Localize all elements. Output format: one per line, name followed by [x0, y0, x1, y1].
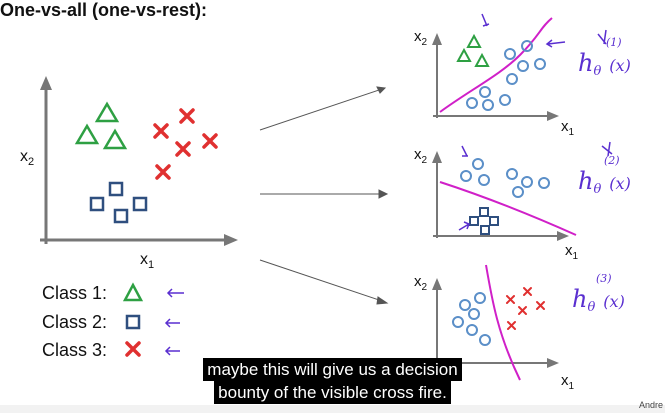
triangle-icon — [122, 282, 144, 302]
subtitle-caption: maybe this will give us a decision bount… — [0, 358, 665, 404]
main-plot — [40, 76, 238, 246]
cross-icon — [179, 108, 195, 124]
class1-points — [74, 101, 128, 150]
axis-label-x2: x2 — [20, 148, 35, 169]
hypothesis-2: (2) hθ(x) — [578, 154, 631, 198]
subplot3-x1-label: x1 — [561, 372, 575, 392]
caption-line-2: bounty of the visible cross fire. — [214, 381, 451, 404]
triangle-icon — [456, 33, 490, 67]
square-icon — [108, 181, 124, 197]
pointer-arrow-icon — [461, 145, 468, 157]
circle-points-1 — [466, 40, 546, 111]
legend-class-1: Class 1: — [42, 283, 108, 303]
pointer-arrow-icon — [458, 221, 470, 231]
mapping-arrows — [259, 86, 389, 305]
main-y-arrow — [40, 76, 52, 90]
cross-icon — [125, 341, 141, 357]
cross-icon — [153, 123, 169, 139]
pointer-arrow-icon — [164, 318, 180, 328]
legend-arrows — [164, 288, 184, 356]
subplot1-x1-label: x1 — [561, 118, 575, 138]
subplot-1 — [432, 13, 566, 121]
cross-icon — [202, 133, 218, 149]
pointer-arrow-icon — [166, 288, 184, 298]
hypothesis-3: (3) hθ(x) — [572, 272, 625, 316]
square-icon — [89, 196, 105, 212]
triangle-icon — [74, 123, 100, 145]
slide-title: One-vs-all (one-vs-rest): — [0, 0, 208, 20]
class2-points — [89, 181, 148, 224]
subplot1-x2-label: x2 — [414, 28, 428, 48]
square-icon — [469, 207, 499, 235]
subplot3-x2-label: x2 — [414, 273, 428, 293]
credit-text: Andre — [638, 400, 663, 410]
cross-icon — [155, 164, 171, 180]
video-progress-area[interactable] — [0, 405, 665, 413]
decision-boundary-2 — [439, 181, 577, 236]
main-x-arrow — [224, 234, 238, 246]
caption-line-1: maybe this will give us a decision — [203, 358, 462, 381]
hypothesis-1: (1) hθ(x) — [578, 36, 631, 80]
triangle-icon — [94, 101, 120, 123]
subplot2-x1-label: x1 — [565, 242, 579, 262]
cross-icon — [506, 287, 545, 330]
triangle-icon — [102, 128, 128, 150]
circle-points-3 — [452, 292, 491, 346]
pointer-arrow-icon — [481, 13, 490, 27]
pointer-arrow-icon — [545, 39, 566, 48]
subplot-2 — [432, 145, 577, 241]
subplot2-x2-label: x2 — [414, 146, 428, 166]
cross-icon — [175, 141, 191, 157]
pointer-arrow-icon — [164, 346, 180, 356]
legend-class-2: Class 2: — [42, 312, 108, 332]
class3-points — [153, 108, 218, 180]
square-icon — [125, 314, 141, 330]
square-icon — [113, 208, 129, 224]
legend-class-3: Class 3: — [42, 340, 108, 360]
decision-boundary-3 — [485, 264, 521, 381]
circle-points-2 — [460, 158, 550, 198]
axis-label-x1: x1 — [140, 251, 155, 272]
decision-boundary-1 — [439, 17, 553, 113]
square-icon — [132, 196, 148, 212]
handwriting-marks — [597, 29, 613, 157]
